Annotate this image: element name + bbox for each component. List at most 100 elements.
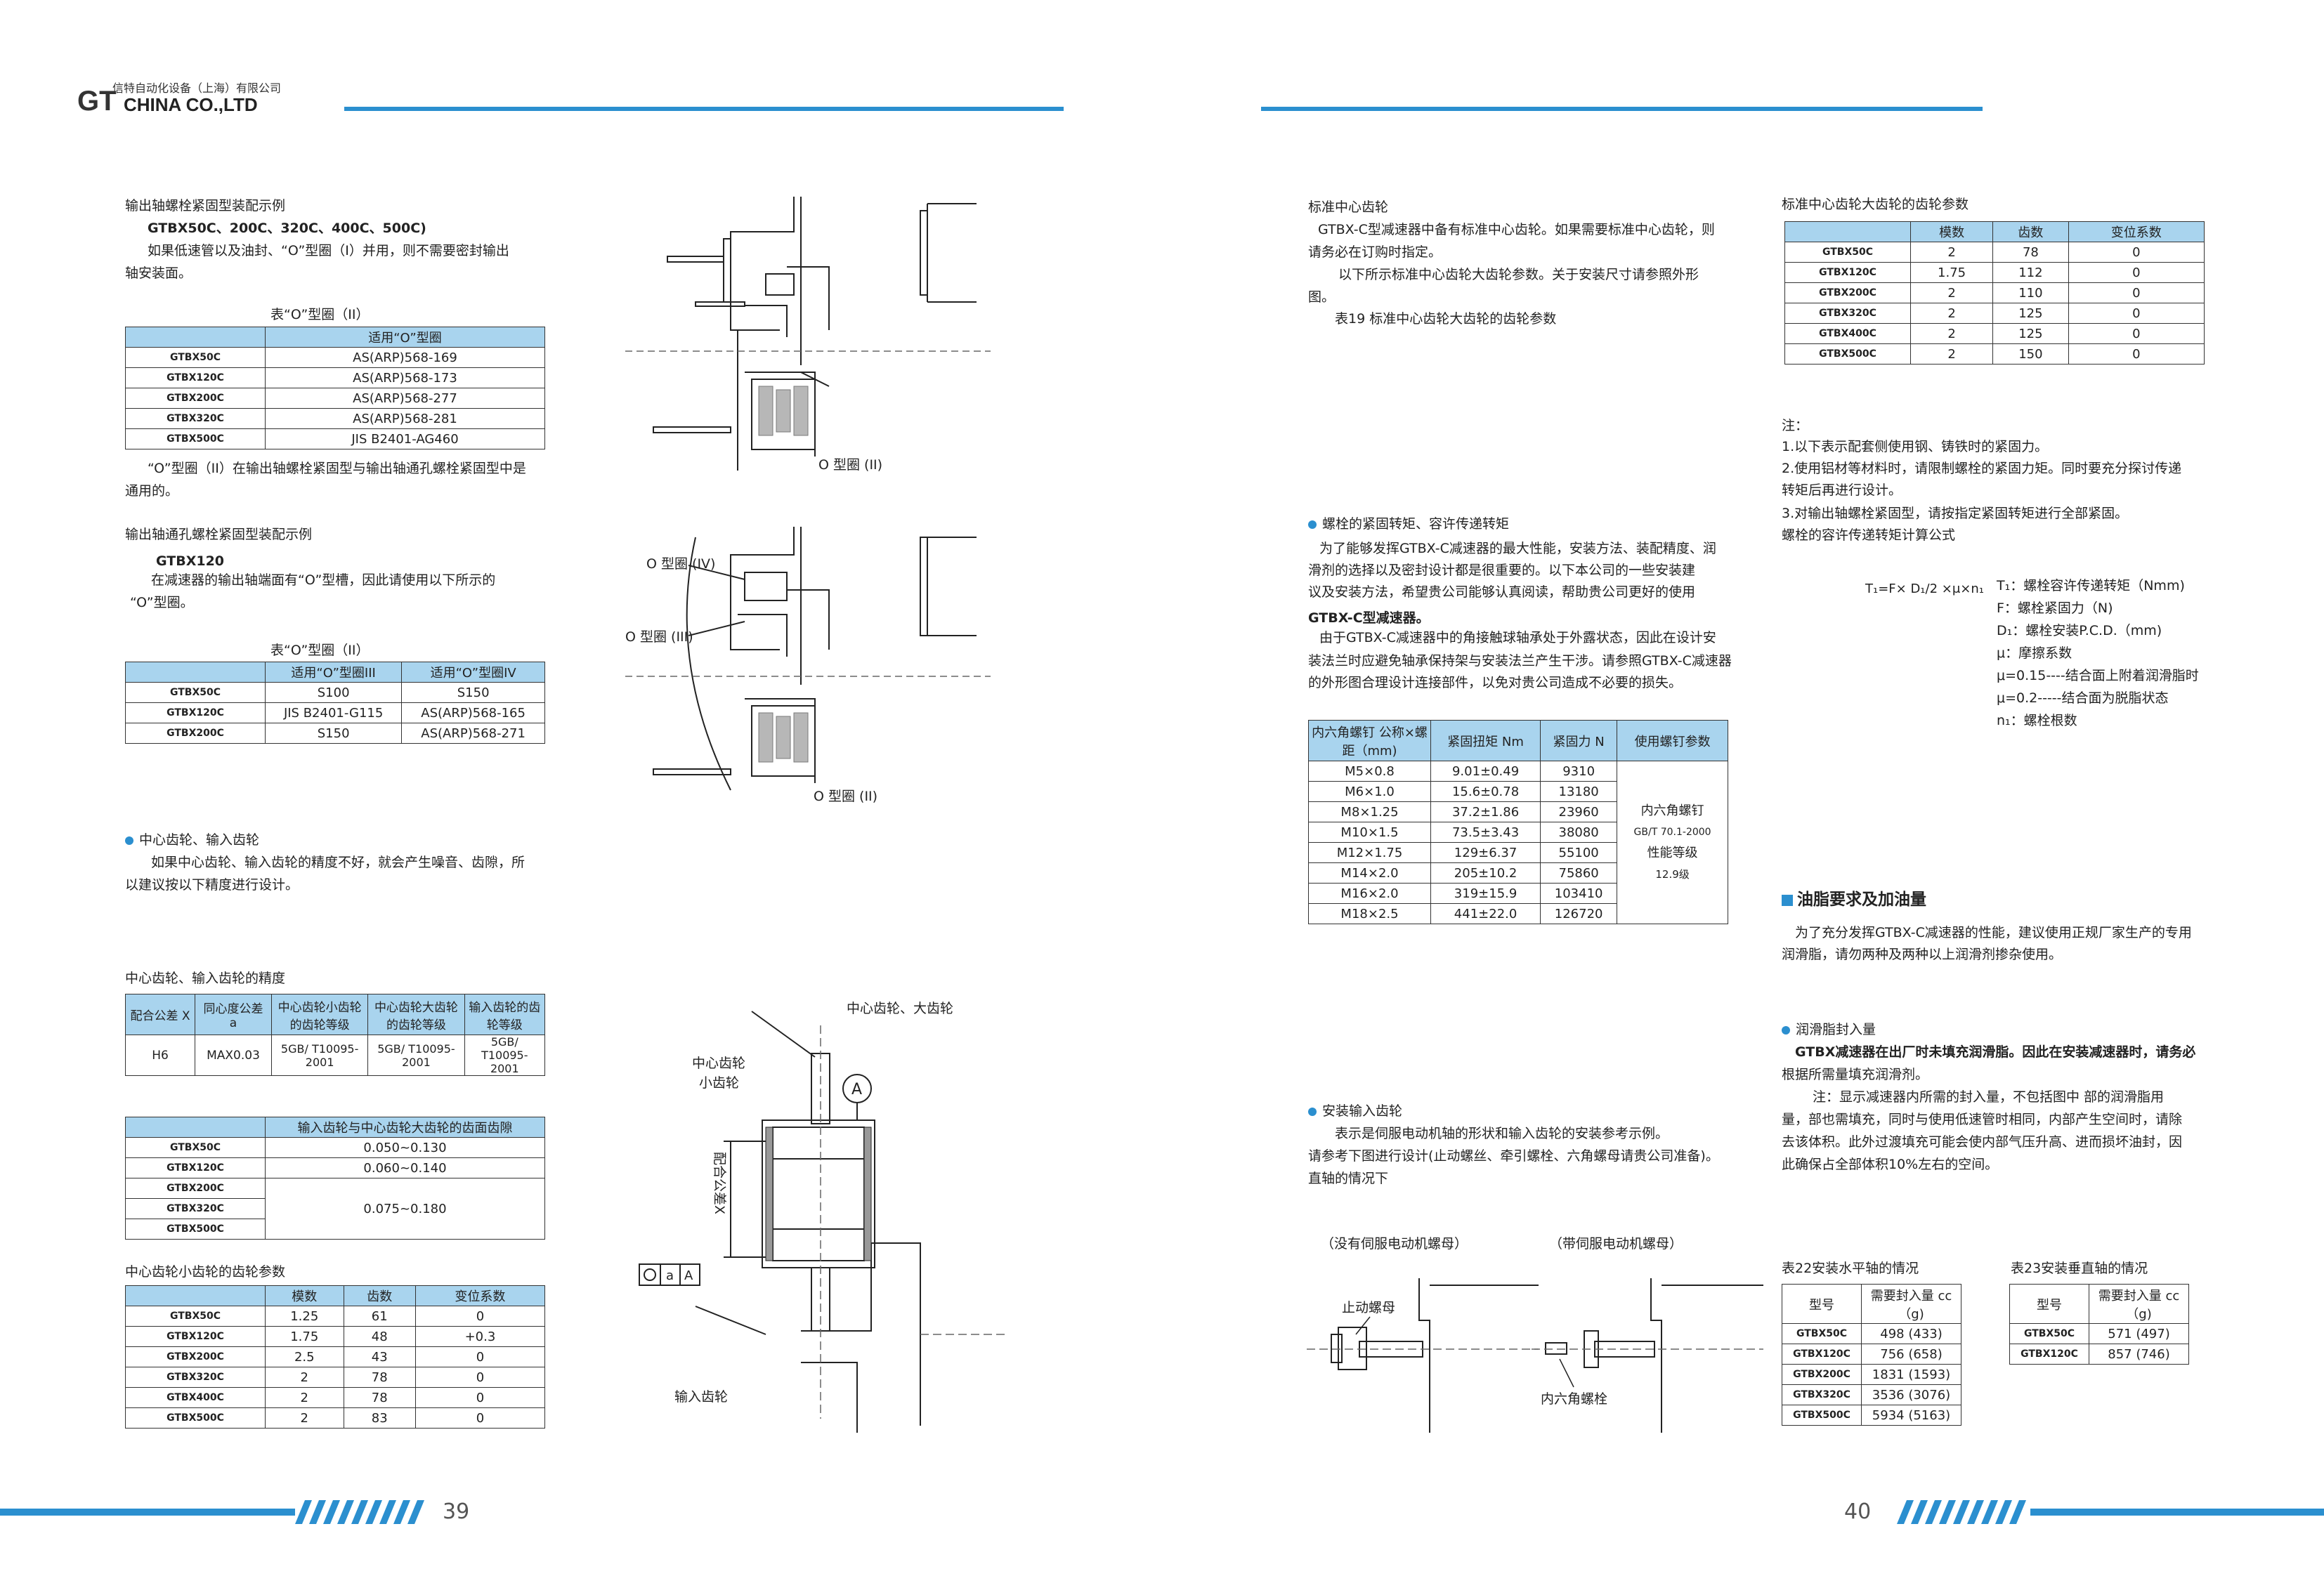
model-list: GTBX50C、200C、320C、400C、500C) — [148, 221, 426, 236]
gear-fit-drawing: 中心齿轮、大齿轮 中心齿轮 小齿轮 A a A 输入齿轮 配合公差X — [639, 1001, 1005, 1433]
table-caption: 中心齿轮、输入齿轮的精度 — [125, 971, 286, 986]
formula-definitions: T₁：螺栓容许传递转矩（Nmm) F：螺栓紧固力（N) D₁：螺栓安装P.C.D… — [1997, 578, 2199, 728]
assembly-drawing-bolt-fastening: O 型圈 (II) — [625, 197, 991, 473]
servo-shaft-drawing-with-nut: 内六角螺栓 — [1532, 1278, 1763, 1433]
paragraph: 以建议按以下精度进行设计。 — [125, 877, 299, 893]
note: 3.对输出轴螺栓紧固型，请按指定紧固转矩进行全部紧固。 — [1782, 506, 2129, 521]
paragraph: 如果中心齿轮、输入齿轮的精度不好，就会产生噪音、齿隙，所 — [151, 855, 525, 870]
square-bullet-icon — [1782, 894, 1793, 906]
svg-text:中心齿轮、大齿轮: 中心齿轮、大齿轮 — [847, 1001, 953, 1016]
paragraph: GTBX减速器在出厂时未填充润滑脂。因此在安装减速器时，请务必 — [1795, 1044, 2196, 1060]
section-title: 标准中心齿轮 — [1308, 199, 1389, 215]
paragraph: “O”型圈。 — [130, 595, 194, 610]
assembly-drawing-through-hole: O 型圈 (IV) O 型圈 (III) O 型圈 (II) — [625, 527, 991, 804]
notes-title: 注： — [1782, 418, 1809, 433]
svg-text:输入齿轮: 输入齿轮 — [674, 1389, 728, 1405]
bolt-torque-table: 内六角螺钉 公称×螺距（mm) 紧固扭矩 Nm 紧固力 N 使用螺钉参数 M5×… — [1308, 720, 1728, 924]
section-title-gear: 中心齿轮、输入齿轮 — [125, 829, 259, 851]
formula: T₁=F× D₁/2 ×μ×n₁ — [1865, 582, 1985, 596]
paragraph: 润滑脂，请勿两种及两种以上润滑剂掺杂使用。 — [1782, 947, 2063, 962]
section-title-input-gear: 安装输入齿轮 — [1308, 1100, 1402, 1122]
brand-logo: GT 信特自动化设备（上海）有限公司 CHINA CO.,LTD — [77, 79, 288, 121]
section-title-grease: 油脂要求及加油量 — [1782, 888, 1926, 911]
svg-text:O 型圈 (III): O 型圈 (III) — [625, 629, 693, 645]
paragraph: 直轴的情况下 — [1308, 1171, 1389, 1186]
paragraph: 轴安装面。 — [125, 265, 192, 281]
page-number-left: 39 — [443, 1499, 470, 1524]
paragraph: 为了充分发挥GTBX-C减速器的性能，建议使用正规厂家生产的专用 — [1795, 925, 2192, 940]
bullet-icon — [1308, 1107, 1317, 1116]
precision-table: 配合公差 X 同心度公差 a 中心齿轮小齿轮的齿轮等级 中心齿轮大齿轮的齿轮等级… — [125, 994, 546, 1076]
svg-text:小齿轮: 小齿轮 — [699, 1075, 739, 1091]
paragraph: 的外形图合理设计连接部件，以免对贵公司造成不必要的损失。 — [1308, 675, 1683, 690]
paragraph: 表示是伺服电动机轴的形状和输入齿轮的安装参考示例。 — [1335, 1126, 1669, 1141]
paragraph: 由于GTBX-C减速器中的角接触球轴承处于外露状态，因此在设计安 — [1319, 630, 1716, 645]
table-header: 适用“O”型圈 — [265, 327, 545, 348]
section-title-grease-fill: 润滑脂封入量 — [1782, 1018, 1876, 1041]
bullet-icon — [125, 836, 133, 845]
page-number-right: 40 — [1844, 1499, 1872, 1524]
paragraph: 此确保占全部体积10%左右的空间。 — [1782, 1157, 1999, 1172]
footer-bar-right — [2030, 1509, 2324, 1516]
bullet-icon — [1782, 1025, 1790, 1035]
table-caption: 标准中心齿轮大齿轮的齿轮参数 — [1782, 197, 1969, 212]
logo-mark: GT — [77, 86, 117, 117]
section-title: 输出轴螺栓紧固型装配示例 — [125, 198, 286, 214]
svg-text:止动螺母: 止动螺母 — [1342, 1300, 1395, 1315]
table-caption: 表“O”型圈（II） — [270, 307, 370, 322]
header-rule-right — [1261, 107, 1983, 111]
svg-text:配合公差X: 配合公差X — [712, 1152, 727, 1214]
bullet-icon — [1308, 520, 1317, 529]
paragraph: GTBX-C型减速器中备有标准中心齿轮。如果需要标准中心齿轮，则 — [1318, 222, 1715, 237]
paragraph: 在减速器的输出轴端面有“O”型槽，因此请使用以下所示的 — [151, 572, 496, 588]
section-title-bolt: 螺栓的紧固转矩、容许传递转矩 — [1308, 513, 1509, 535]
company-name-cn: 信特自动化设备（上海）有限公司 — [112, 81, 282, 95]
table-caption: 表“O”型圈（II） — [270, 643, 370, 658]
note: 2.使用铝材等材料时，请限制螺栓的紧固力矩。同时要充分探讨传递 — [1782, 461, 2182, 476]
oring-label: O 型圈 (II) — [818, 457, 882, 473]
table-caption: 表22安装水平轴的情况 — [1782, 1261, 1919, 1276]
table-caption: 中心齿轮小齿轮的齿轮参数 — [125, 1264, 286, 1280]
paragraph: GTBX-C型减速器。 — [1308, 610, 1430, 626]
servo-shaft-drawing-no-nut: 止动螺母 — [1307, 1278, 1539, 1433]
paragraph: 议及安装方法，希望贵公司能够认真阅读，帮助贵公司更好的使用 — [1308, 584, 1696, 600]
model-name: GTBX120 — [156, 553, 225, 569]
svg-text:a: a — [666, 1268, 674, 1283]
svg-text:内六角螺栓: 内六角螺栓 — [1541, 1391, 1607, 1407]
paragraph: 装法兰时应避免轴承保持架与安装法兰产生干涉。请参照GTBX-C减速器 — [1308, 653, 1732, 669]
paragraph: “O”型圈（II）在输出轴螺栓紧固型与输出轴通孔螺栓紧固型中是 — [148, 461, 526, 476]
paragraph: 图。 — [1308, 289, 1336, 305]
figure-caption: （没有伺服电动机螺母） — [1321, 1236, 1468, 1252]
header-rule-left — [344, 107, 1064, 111]
paragraph: 如果低速管以及油封、“O”型圈（I）并用，则不需要密封输出 — [148, 243, 509, 258]
svg-text:A: A — [851, 1081, 862, 1098]
paragraph: 去该体积。此外过渡填充可能会使内部气压升高、进而损坏油封，因 — [1782, 1134, 2183, 1150]
footer-stripes-right — [1897, 1500, 2026, 1524]
note: 转矩后再进行设计。 — [1782, 482, 1902, 498]
paragraph: 请参考下图进行设计(止动螺丝、牵引螺栓、六角螺母请贵公司准备)。 — [1308, 1148, 1719, 1164]
paragraph: 根据所需量填充润滑剂。 — [1782, 1067, 1929, 1082]
note: 1.以下表示配套侧使用钢、铸铁时的紧固力。 — [1782, 439, 2049, 454]
paragraph: 表19 标准中心齿轮大齿轮的齿轮参数 — [1335, 311, 1557, 327]
paragraph: 请务必在订购时指定。 — [1308, 244, 1442, 260]
paragraph: 量，部也需填充，同时与使用低速管时相同，内部产生空间时，请除 — [1782, 1112, 2183, 1127]
svg-text:中心齿轮: 中心齿轮 — [692, 1056, 745, 1071]
table-caption: 表23安装垂直轴的情况 — [2011, 1261, 2148, 1276]
paragraph: 通用的。 — [125, 483, 179, 499]
footer-bar-left — [0, 1509, 295, 1516]
company-name-en: CHINA CO.,LTD — [124, 94, 258, 115]
svg-text:O 型圈 (IV): O 型圈 (IV) — [646, 556, 715, 572]
paragraph: 注：显示减速器内所需的封入量，不包括图中 部的润滑脂用 — [1813, 1089, 2165, 1105]
paragraph: 以下所示标准中心齿轮大齿轮参数。关于安装尺寸请参照外形 — [1338, 267, 1699, 282]
footer-stripes-left — [295, 1500, 424, 1524]
figure-caption: （带伺服电动机螺母） — [1549, 1236, 1683, 1252]
section-title: 输出轴通孔螺栓紧固型装配示例 — [125, 527, 313, 542]
svg-text:A: A — [684, 1268, 693, 1283]
